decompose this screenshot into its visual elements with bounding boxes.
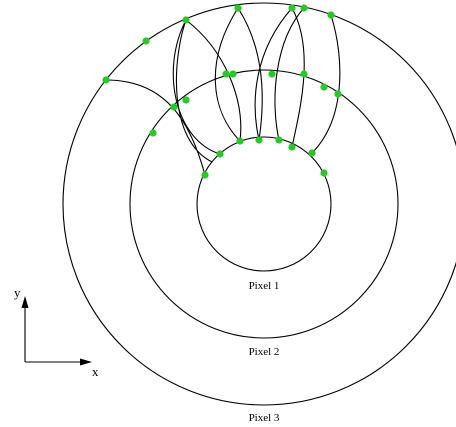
coordinate-axes: y x bbox=[14, 285, 99, 379]
track-curve bbox=[254, 7, 293, 141]
hit-point bbox=[320, 83, 328, 91]
track-curve bbox=[291, 7, 305, 148]
hit-point bbox=[334, 90, 342, 98]
hit-point bbox=[288, 4, 296, 12]
y-axis-label: y bbox=[14, 285, 21, 300]
hit-point bbox=[229, 70, 237, 78]
track-curve bbox=[105, 79, 206, 176]
y-axis-arrowhead bbox=[21, 296, 29, 308]
hit-points bbox=[102, 4, 342, 179]
pixel-2-ring bbox=[129, 69, 399, 339]
hit-point bbox=[182, 16, 190, 24]
pixel-1-ring bbox=[196, 136, 332, 272]
hit-point bbox=[149, 129, 157, 137]
hit-point bbox=[216, 150, 224, 158]
hit-point bbox=[236, 137, 244, 145]
pixel-3-ring bbox=[62, 2, 456, 406]
x-axis-label: x bbox=[92, 364, 99, 379]
hit-point bbox=[201, 171, 209, 179]
hit-point bbox=[275, 136, 283, 144]
hit-point bbox=[234, 4, 242, 12]
hit-point bbox=[222, 70, 230, 78]
hit-point bbox=[268, 70, 276, 78]
hit-point bbox=[288, 143, 296, 151]
track-curves bbox=[105, 7, 341, 176]
hit-point bbox=[300, 4, 308, 12]
pixel-3-label: Pixel 3 bbox=[249, 412, 280, 424]
track-curve bbox=[274, 7, 305, 141]
track-curve bbox=[311, 14, 341, 154]
track-curve bbox=[175, 19, 213, 163]
hit-point bbox=[308, 149, 316, 157]
hit-point bbox=[327, 11, 335, 19]
track-curve bbox=[172, 19, 221, 155]
hit-point bbox=[300, 70, 308, 78]
track-curve bbox=[185, 19, 242, 142]
hit-point bbox=[255, 136, 263, 144]
pixel-2-label: Pixel 2 bbox=[249, 346, 280, 358]
hit-point bbox=[170, 103, 178, 111]
hit-point bbox=[320, 169, 328, 177]
hit-point bbox=[142, 37, 150, 45]
hit-point bbox=[182, 96, 190, 104]
x-axis-arrowhead bbox=[80, 358, 92, 366]
track-curve bbox=[214, 7, 241, 142]
track-curve bbox=[237, 7, 263, 141]
pixel-1-label: Pixel 1 bbox=[249, 280, 280, 292]
hit-point bbox=[102, 76, 110, 84]
